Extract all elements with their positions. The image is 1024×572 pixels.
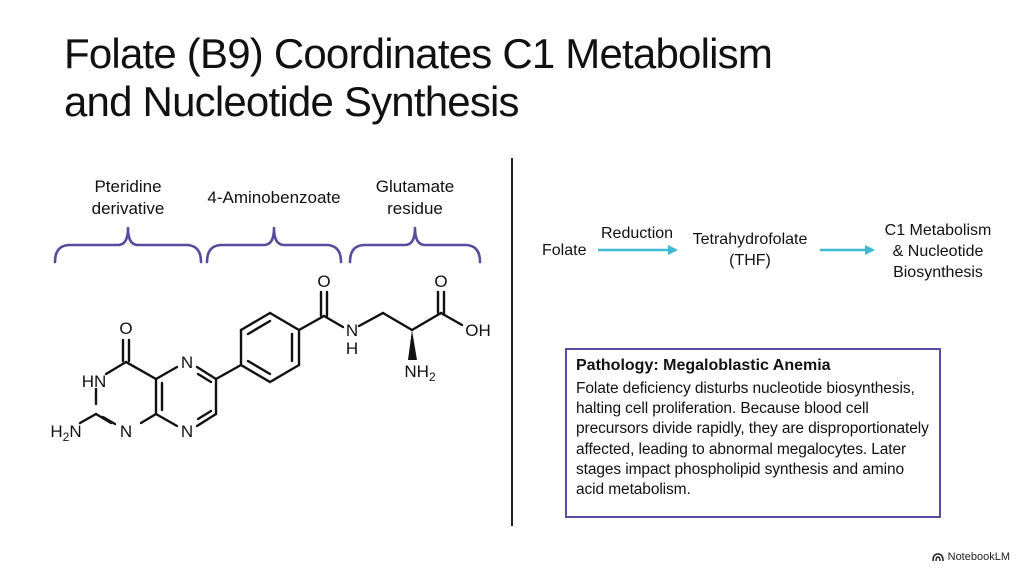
- atom-amide-hydrogen: H: [346, 339, 358, 358]
- atom-ring-oxygen: O: [119, 319, 132, 338]
- pathology-body: Folate deficiency disturbs nucleotide bi…: [576, 380, 929, 499]
- atom-pyrazine-n-bottom: N: [181, 422, 193, 441]
- atom-pyrazine-n-top: N: [181, 353, 193, 372]
- title-line-2: and Nucleotide Synthesis: [64, 78, 520, 125]
- flow-thf-line2: (THF): [729, 252, 771, 269]
- title-line-1: Folate (B9) Coordinates C1 Metabolism: [64, 30, 773, 77]
- atom-h2n: H2N: [50, 422, 81, 444]
- pathology-box: Pathology: Megaloblastic Anemia Folate d…: [565, 348, 941, 518]
- label-pteridine-line2: derivative: [92, 199, 165, 218]
- flow-arrow1-label: Reduction: [601, 225, 673, 242]
- label-pteridine-line1: Pteridine: [94, 177, 161, 196]
- pathology-title: Pathology: Megaloblastic Anemia: [576, 357, 831, 374]
- label-aminobenzoate: 4-Aminobenzoate: [207, 188, 340, 207]
- atom-amide-nitrogen: N: [346, 321, 358, 340]
- atom-hn: HN: [82, 372, 107, 391]
- flow-c1-line1: C1 Metabolism: [885, 222, 992, 239]
- brace-pteridine: [53, 226, 203, 264]
- flow-folate: Folate: [542, 242, 587, 259]
- folate-structure: [78, 290, 464, 428]
- notebooklm-logo-icon: [931, 552, 944, 561]
- vertical-divider: [511, 158, 513, 526]
- label-pteridine: Pteridine derivative: [92, 177, 165, 218]
- atom-acid-oxygen: O: [434, 272, 447, 291]
- label-glutamate-line1: Glutamate: [376, 177, 454, 196]
- label-glutamate-line2: residue: [387, 199, 443, 218]
- atom-amide-oxygen: O: [317, 272, 330, 291]
- brand-label: NotebookLM: [947, 551, 1010, 563]
- brace-aminobenzoate: [205, 226, 343, 264]
- flow-c1-line2: & Nucleotide: [893, 243, 984, 260]
- atom-alpha-nh2: NH2: [404, 362, 436, 384]
- brace-glutamate: [348, 226, 482, 264]
- slide-title: Folate (B9) Coordinates C1 Metabolism an…: [64, 30, 964, 126]
- label-glutamate: Glutamate residue: [376, 177, 454, 218]
- atom-acid-oh: OH: [465, 321, 491, 340]
- atom-pyrimidine-n-bottom: N: [120, 422, 132, 441]
- flow-c1-line3: Biosynthesis: [893, 264, 983, 281]
- flow-thf-line1: Tetrahydrofolate: [693, 231, 808, 248]
- brand-footer: NotebookLM: [931, 551, 1010, 563]
